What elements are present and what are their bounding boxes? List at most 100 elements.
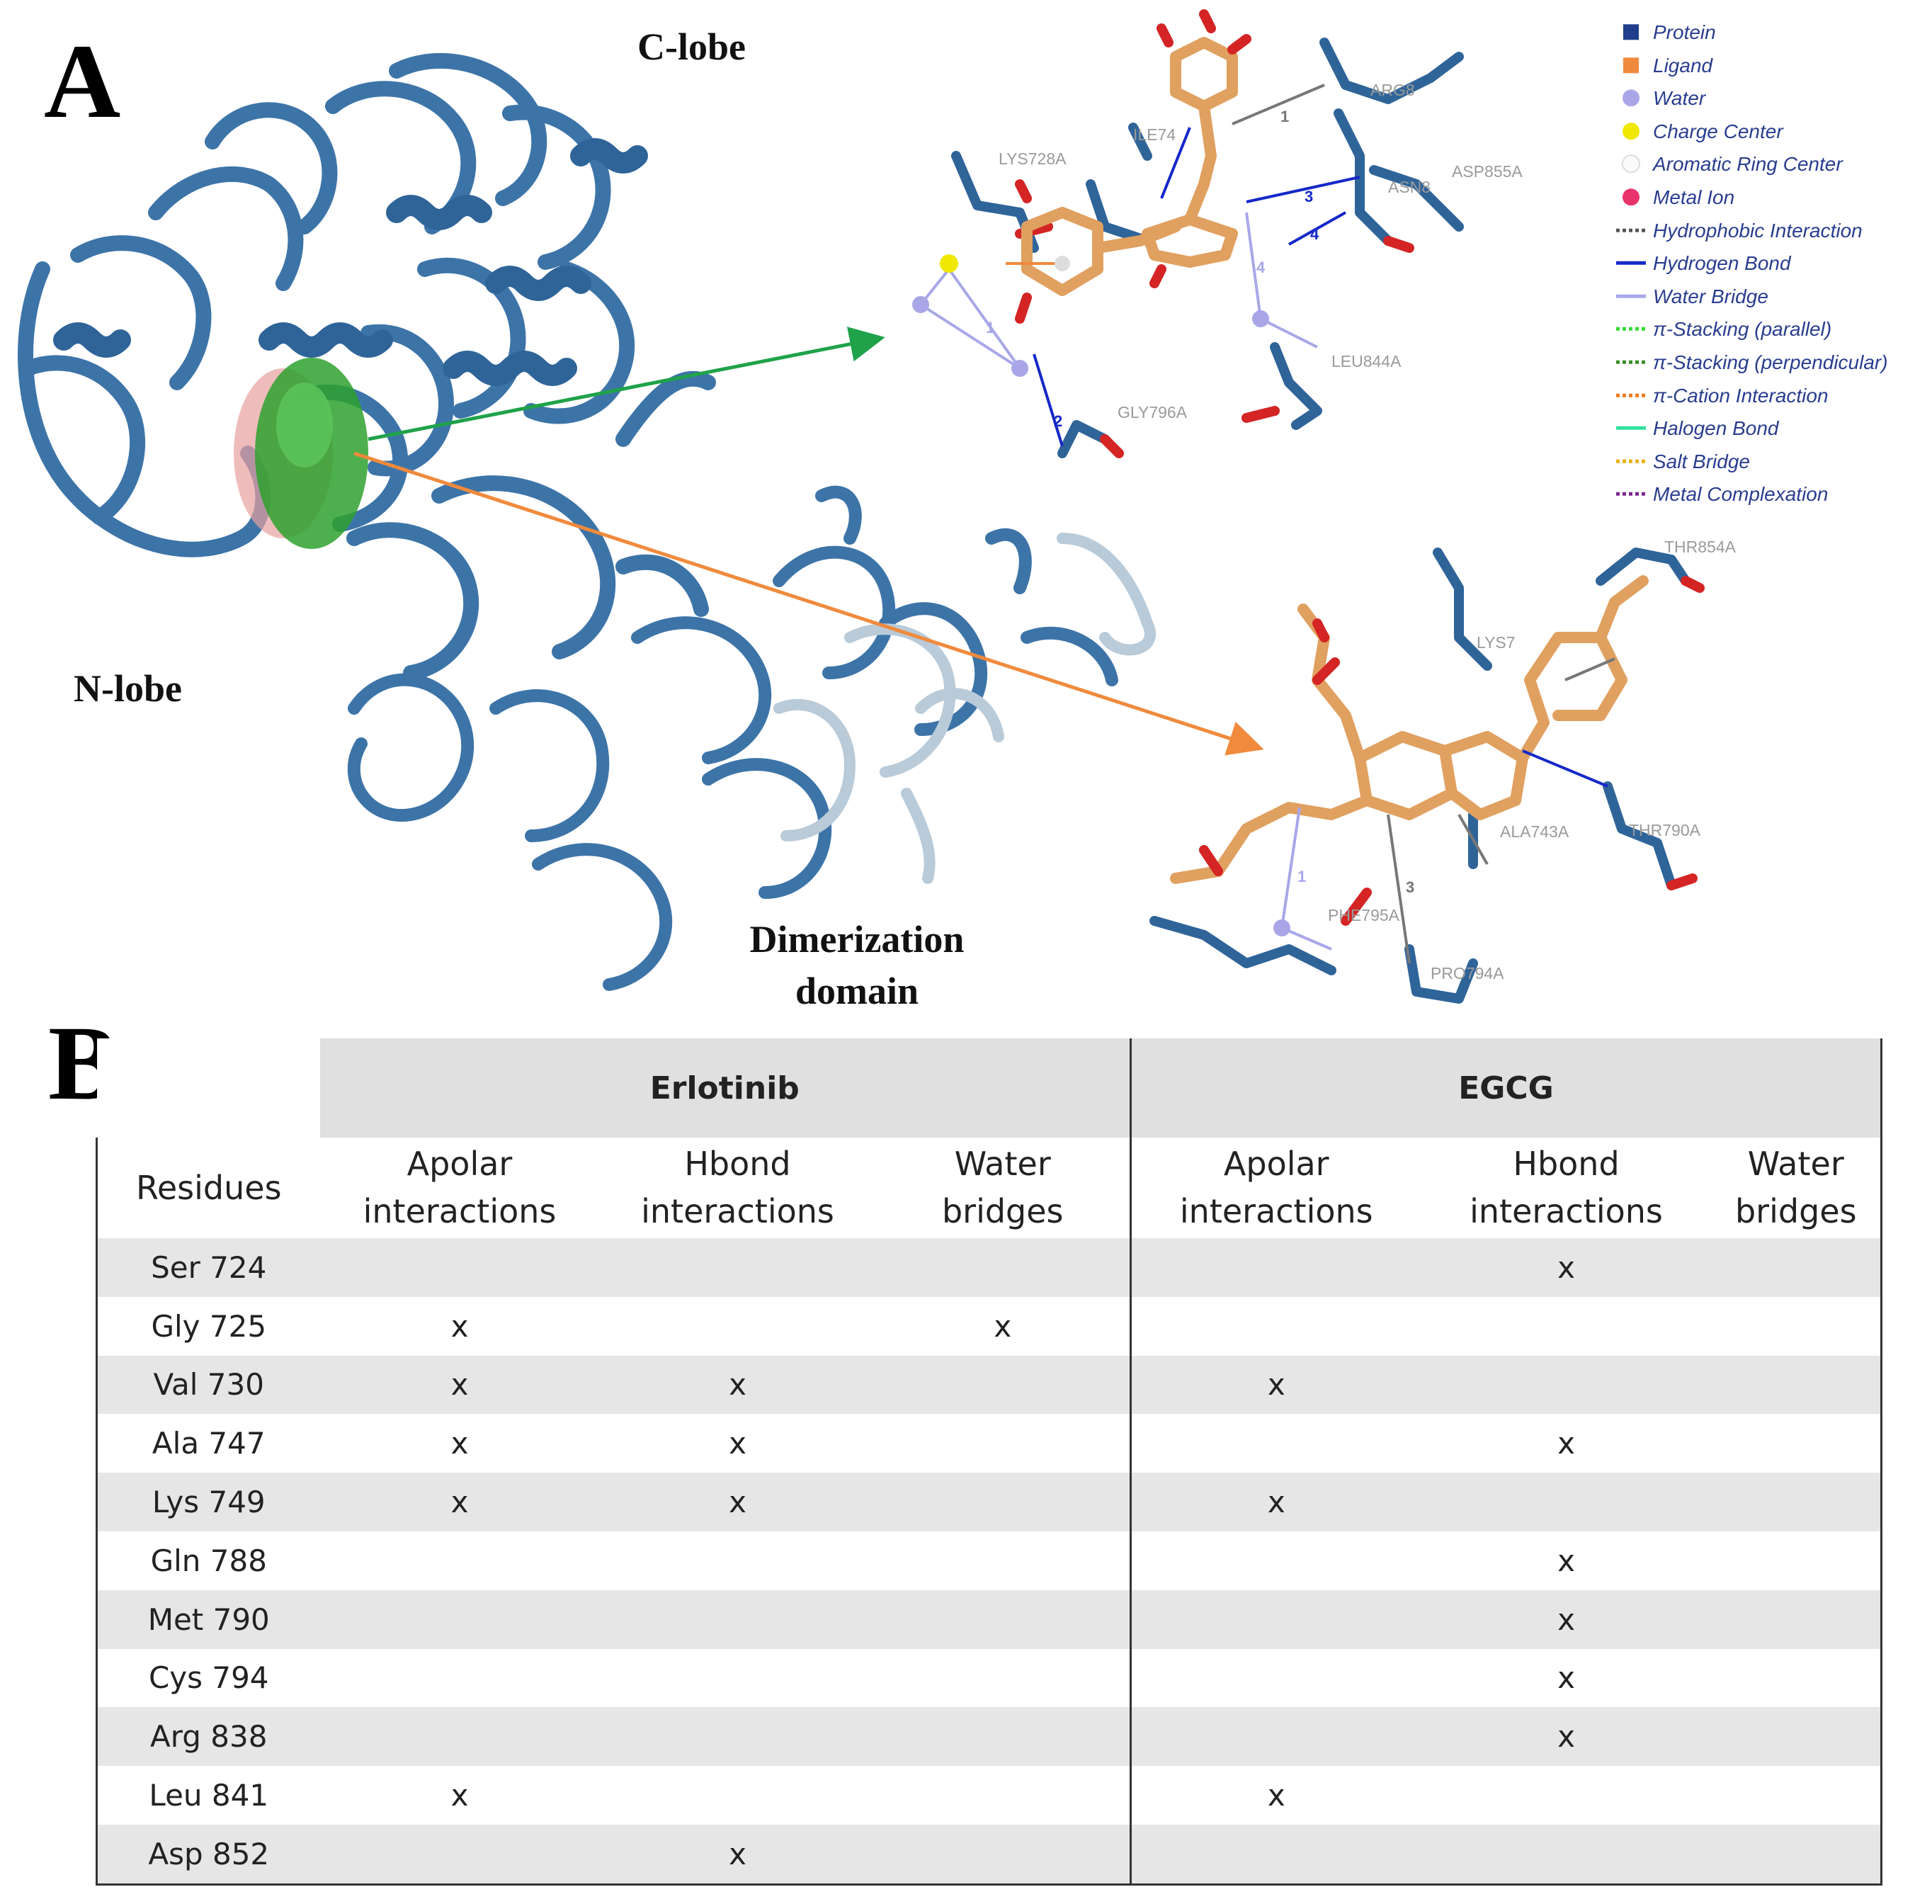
interaction-cell xyxy=(600,1531,876,1590)
dotted-line-icon xyxy=(1616,228,1646,232)
table-row: Ala 747 x x x xyxy=(96,1414,1883,1473)
interaction-cell xyxy=(1711,1473,1883,1531)
legend-item: π-Stacking (parallel) xyxy=(1606,312,1928,346)
residue-cell: Cys 794 xyxy=(96,1648,320,1708)
interaction-cell xyxy=(319,1590,600,1649)
header-residues: Residues xyxy=(96,1138,320,1238)
interaction-cell xyxy=(1130,1238,1421,1297)
erlotinib-residue-label: THR790A xyxy=(1629,821,1701,839)
dimerization-label-line2: domain xyxy=(795,969,919,1012)
erlotinib-residue-label: PHE795A xyxy=(1328,906,1400,924)
egcg-bond-number: 1 xyxy=(1280,108,1289,125)
interaction-cell: x xyxy=(1421,1707,1712,1767)
interaction-cell: x xyxy=(599,1473,876,1531)
legend-label: Hydrophobic Interaction xyxy=(1653,219,1863,242)
interaction-cell xyxy=(1711,1648,1883,1708)
square-icon xyxy=(1623,24,1639,40)
binding-site-surface xyxy=(234,358,368,549)
n-lobe-label: N-lobe xyxy=(74,667,182,710)
interaction-cell xyxy=(1421,1473,1712,1531)
interaction-cell xyxy=(875,1590,1131,1649)
interaction-cell xyxy=(1130,1414,1421,1473)
legend-label: Aromatic Ring Center xyxy=(1653,153,1843,176)
interaction-cell xyxy=(876,1414,1131,1473)
square-icon xyxy=(1623,57,1639,73)
interaction-cell: x xyxy=(599,1355,876,1415)
erlotinib-residue-label: LYS7 xyxy=(1477,633,1516,652)
erlotinib-bond-number: 3 xyxy=(1406,878,1414,896)
interaction-cell xyxy=(875,1355,1131,1415)
table-corner xyxy=(96,1038,320,1138)
legend-label: Halogen Bond xyxy=(1653,417,1779,440)
egcg-bond-number: 3 xyxy=(1305,188,1313,205)
erlotinib-residue-label: ALA743A xyxy=(1500,822,1569,841)
dotted-line-icon xyxy=(1616,360,1646,364)
interaction-cell: x xyxy=(1130,1766,1421,1825)
interaction-cell xyxy=(1711,1824,1883,1886)
interaction-cell xyxy=(1130,1296,1421,1356)
interaction-cell xyxy=(320,1531,600,1590)
residue-cell: Asp 852 xyxy=(96,1824,320,1886)
legend-label: π-Cation Interaction xyxy=(1653,384,1829,407)
table-row: Arg 838 x xyxy=(96,1707,1883,1767)
legend-item: Protein xyxy=(1606,16,1928,49)
legend-item: Salt Bridge xyxy=(1606,445,1928,478)
circle-icon xyxy=(1623,123,1640,140)
interaction-cell: x xyxy=(319,1355,600,1415)
panel-a-illustration: LYS728A ILE74 ARG8 ASP855A ASN8 LEU844A … xyxy=(18,9,1737,1004)
erlotinib-residue-label: THR854A xyxy=(1664,538,1737,556)
table-row: Gly 725 x x xyxy=(96,1296,1883,1356)
interaction-cell xyxy=(876,1649,1131,1708)
interaction-cell xyxy=(599,1238,876,1297)
legend-item: Hydrogen Bond xyxy=(1606,246,1928,280)
legend-label: π-Stacking (perpendicular) xyxy=(1653,351,1888,373)
legend-label: Hydrogen Bond xyxy=(1653,252,1791,275)
interaction-cell: x xyxy=(319,1473,600,1531)
legend-item: π-Cation Interaction xyxy=(1606,379,1928,412)
dotted-line-icon xyxy=(1616,393,1646,397)
interaction-cell xyxy=(1711,1766,1883,1825)
residue-cell: Ala 747 xyxy=(96,1414,320,1473)
c-lobe-label: C-lobe xyxy=(637,26,746,68)
interaction-cell xyxy=(600,1297,876,1356)
interaction-cell xyxy=(1711,1238,1883,1297)
legend-item: Halogen Bond xyxy=(1606,412,1928,445)
interaction-cell: x xyxy=(729,1426,746,1461)
interaction-cell xyxy=(1130,1824,1421,1886)
table-row: Cys 794 x xyxy=(96,1648,1883,1708)
interaction-cell xyxy=(1130,1707,1421,1767)
legend-item: Water Bridge xyxy=(1606,280,1928,313)
legend-label: Salt Bridge xyxy=(1653,450,1750,472)
interaction-cell xyxy=(1711,1590,1883,1649)
interaction-cell xyxy=(875,1473,1131,1531)
interaction-cell: x xyxy=(450,1426,469,1461)
legend-item: Water xyxy=(1606,81,1928,115)
egcg-residue-label: ASN8 xyxy=(1388,178,1431,196)
erlotinib-complex: THR854A LYS7 ALA743A THR790A PHE795A PRO… xyxy=(1149,538,1737,1004)
residue-cell: Arg 838 xyxy=(96,1707,320,1767)
residue-cell: Leu 841 xyxy=(96,1766,320,1825)
interaction-cell xyxy=(1711,1296,1883,1356)
interaction-cell: x xyxy=(450,1778,469,1813)
legend-item: Hydrophobic Interaction xyxy=(1606,214,1928,247)
solid-line-icon xyxy=(1616,294,1646,298)
circle-outline-icon xyxy=(1622,154,1640,174)
legend-label: Ligand xyxy=(1653,54,1713,76)
table-row: Gln 788 x xyxy=(96,1531,1883,1590)
egcg-bond-number: 4 xyxy=(1256,259,1266,276)
legend-label: Charge Center xyxy=(1653,120,1783,142)
legend-label: Water Bridge xyxy=(1653,285,1768,307)
table-group-header: Erlotinib EGCG xyxy=(96,1038,1883,1138)
table-row: Met 790 x xyxy=(96,1590,1883,1649)
interaction-cell: x xyxy=(1130,1355,1421,1415)
dotted-line-icon xyxy=(1616,492,1646,497)
erlotinib-residue-label: PRO794A xyxy=(1431,964,1504,982)
circle-icon xyxy=(1623,188,1640,206)
protein-ribbon xyxy=(18,52,716,681)
legend-item: Metal Ion xyxy=(1606,181,1928,214)
